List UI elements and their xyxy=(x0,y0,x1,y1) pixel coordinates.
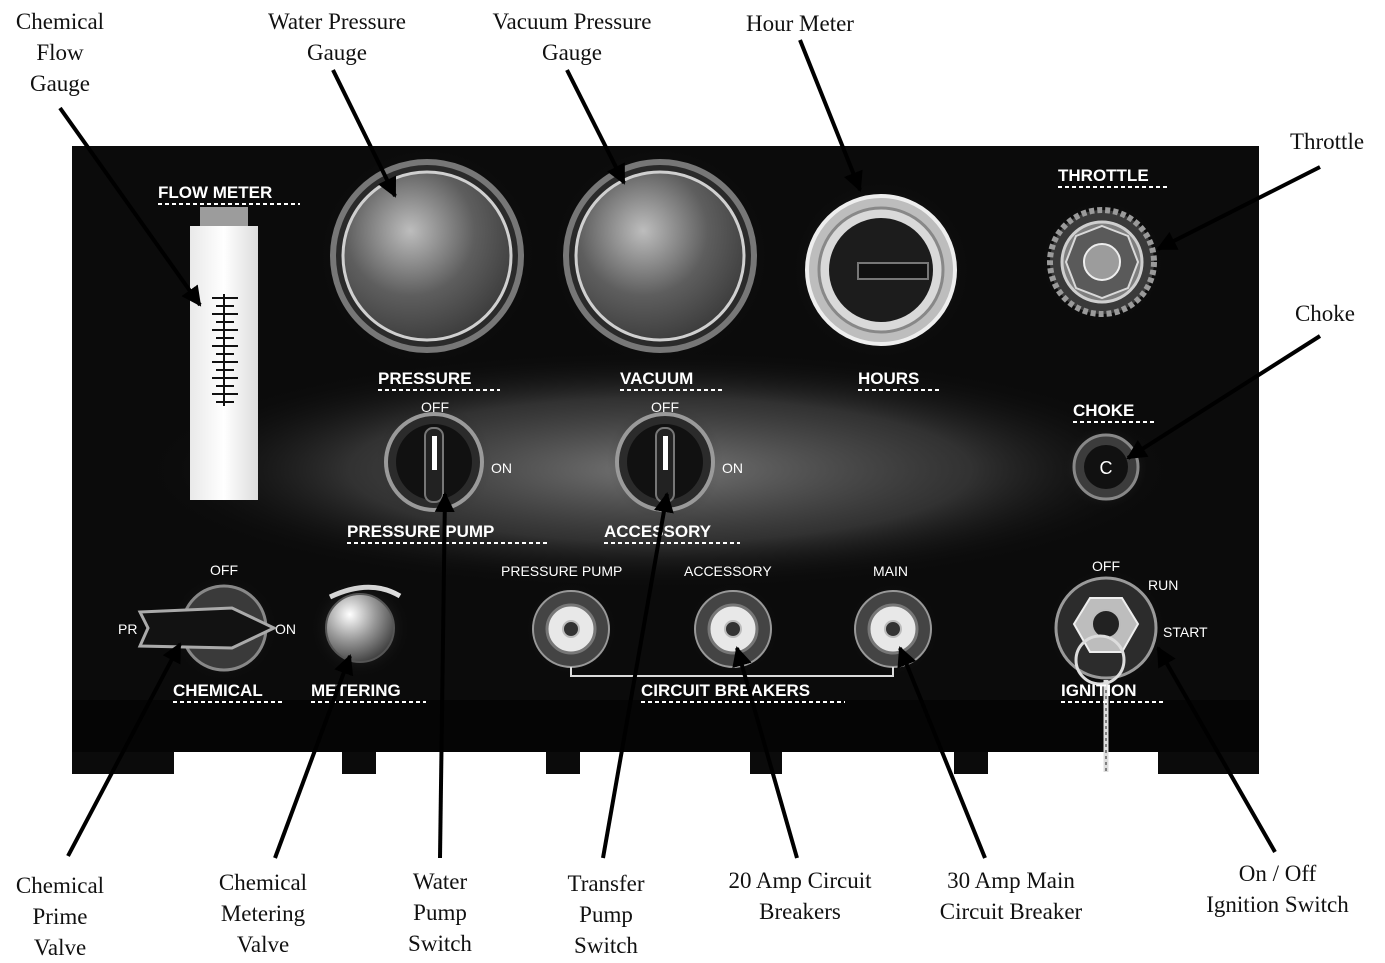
arrow-30amp-main-breaker xyxy=(897,646,987,859)
callout-chemical-prime-valve: Chemical Prime Valve xyxy=(15,873,105,960)
callout-20amp-circuit-breakers: 20 Amp Circuit Breakers xyxy=(728,868,872,924)
arrow-chemical-flow-gauge xyxy=(58,106,202,307)
throttle-knob xyxy=(1040,200,1164,324)
arrow-transfer-pump-switch xyxy=(601,492,674,859)
panel-cutout xyxy=(580,752,750,774)
callout-30amp-main-breaker: 30 Amp Main Circuit Breaker xyxy=(939,868,1083,924)
chemical-prime-valve xyxy=(137,574,278,682)
circuit-breakers-bracket xyxy=(570,667,894,677)
accessory-label: ACCESSORY xyxy=(604,522,712,541)
chemical-label: CHEMICAL xyxy=(173,681,263,700)
vacuum-label: VACUUM xyxy=(620,369,693,388)
arrow-throttle xyxy=(1156,165,1321,251)
callout-choke: Choke xyxy=(1294,301,1356,326)
panel-cutout xyxy=(782,752,954,774)
panel-bottom-skirt xyxy=(72,700,1259,752)
hours-label: HOURS xyxy=(858,369,919,388)
cb-main-label: MAIN xyxy=(873,563,908,579)
ignition-start-label: START xyxy=(1163,624,1208,640)
callout-throttle: Throttle xyxy=(1289,129,1365,154)
chemical-metering-valve xyxy=(310,578,410,678)
water-pressure-gauge xyxy=(317,146,537,366)
cb-pressure-pump-label: PRESSURE PUMP xyxy=(501,563,622,579)
hour-meter xyxy=(791,180,971,360)
arrow-vacuum-pressure-gauge xyxy=(565,69,626,185)
arrow-hour-meter xyxy=(798,39,863,192)
transfer-pump-switch xyxy=(607,404,723,520)
choke-label: CHOKE xyxy=(1073,401,1134,420)
metering-label: METERING xyxy=(311,681,401,700)
ignition-switch xyxy=(1046,568,1166,772)
flow-meter xyxy=(190,207,258,500)
panel-cutout xyxy=(988,752,1158,774)
vacuum-pressure-gauge xyxy=(550,146,770,366)
pressure-pump-on-label: ON xyxy=(491,460,512,476)
circuit-breaker-main xyxy=(847,583,939,675)
callout-water-pressure-gauge: Water Pressure Gauge xyxy=(267,9,406,65)
arrow-water-pump-switch xyxy=(434,492,455,859)
panel-cutout xyxy=(174,752,342,774)
circuit-breaker-pressure-pump xyxy=(525,583,617,675)
arrow-choke xyxy=(1126,334,1322,460)
callout-ignition-switch: On / Off Ignition Switch xyxy=(1206,861,1349,917)
throttle-label: THROTTLE xyxy=(1058,166,1149,185)
pressure-label: PRESSURE xyxy=(378,369,472,388)
panel-cutout xyxy=(376,752,546,774)
ignition-run-label: RUN xyxy=(1148,577,1178,593)
callout-chemical-metering-valve: Chemical Metering Valve xyxy=(218,870,308,957)
arrow-chemical-metering-valve xyxy=(273,654,354,859)
chemical-off-label: OFF xyxy=(210,562,238,578)
flow-meter-label: FLOW METER xyxy=(158,183,272,202)
water-pump-switch xyxy=(376,404,492,520)
cb-accessory-label: ACCESSORY xyxy=(684,563,772,579)
chemical-pr-label: PR xyxy=(118,621,137,637)
accessory-on-label: ON xyxy=(722,460,743,476)
choke-knob xyxy=(1062,423,1150,511)
callout-chemical-flow-gauge: Chemical Flow Gauge xyxy=(15,9,105,96)
callout-hour-meter: Hour Meter xyxy=(746,11,854,36)
callout-transfer-pump-switch: Transfer Pump Switch xyxy=(567,871,645,958)
callout-water-pump-switch: Water Pump Switch xyxy=(408,869,472,956)
choke-knob-letter: C xyxy=(1100,458,1113,478)
chemical-on-label: ON xyxy=(275,621,296,637)
arrow-ignition-switch xyxy=(1156,646,1277,853)
circuit-breaker-accessory xyxy=(687,583,779,675)
ignition-label: IGNITION xyxy=(1061,681,1137,700)
arrow-water-pressure-gauge xyxy=(331,69,397,198)
pressure-pump-label: PRESSURE PUMP xyxy=(347,522,494,541)
callout-vacuum-pressure-gauge: Vacuum Pressure Gauge xyxy=(492,9,652,65)
circuit-breakers-label: CIRCUIT BREAKERS xyxy=(641,681,810,700)
arrow-20amp-circuit-breakers xyxy=(732,646,799,859)
arrow-chemical-prime-valve xyxy=(66,642,182,857)
